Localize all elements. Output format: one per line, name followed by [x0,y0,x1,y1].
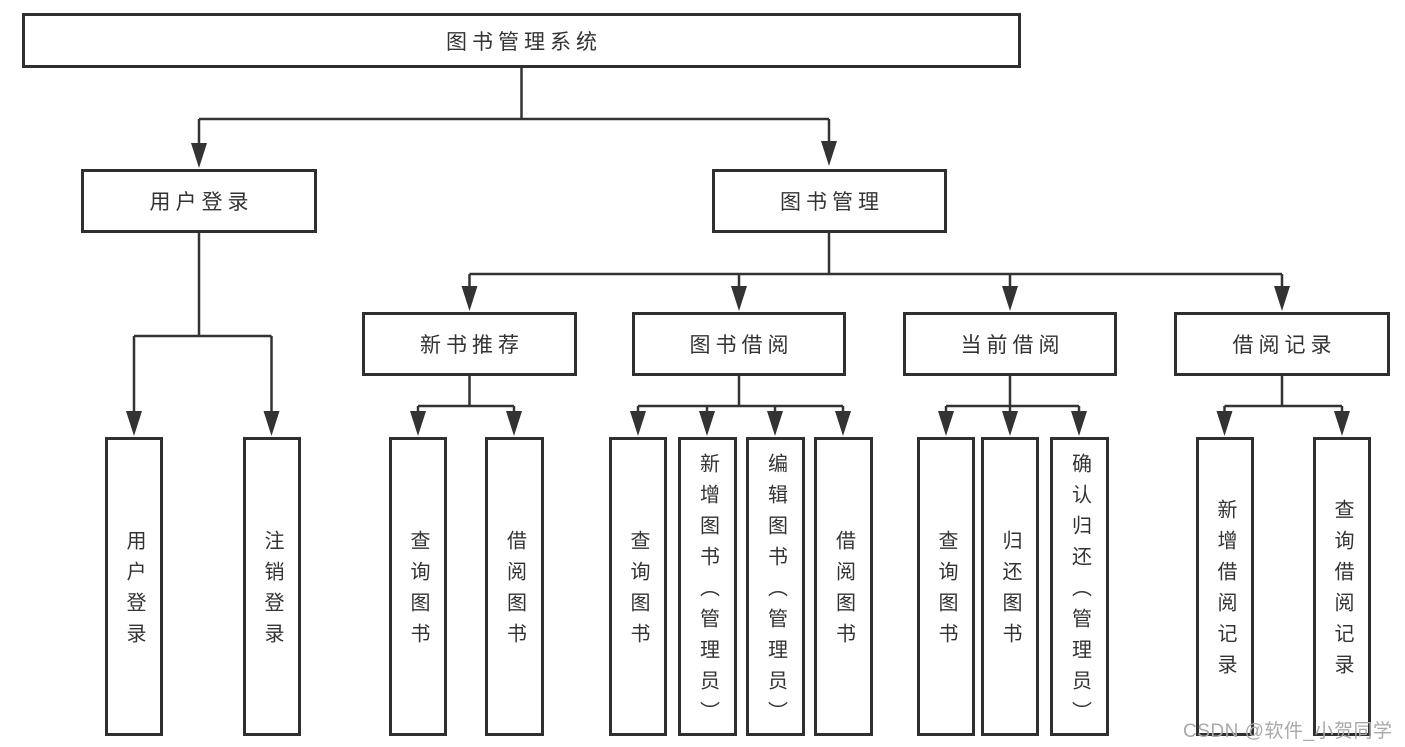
node-current-borrowing: 当前借阅 [903,312,1117,376]
leaf-logout: 注销登录 [243,437,301,736]
arrow-icon [699,411,715,436]
arrow-icon [1071,411,1087,436]
arrow-icon [630,411,646,436]
arrow-icon [461,286,478,311]
arrow-icon [126,411,142,436]
watermark: CSDN @软件_小贺同学 [1183,721,1393,742]
arrow-icon [1002,411,1018,436]
arrow-icon [1002,286,1018,311]
arrow-icon [731,286,747,311]
arrow-icon [1274,286,1290,311]
node-borrowing-records: 借阅记录 [1174,312,1390,376]
node-book-management: 图书管理 [712,169,947,233]
node-user-login: 用户登录 [81,169,317,233]
leaf-bb-query-books: 查询图书 [609,437,667,736]
arrow-icon [821,141,837,166]
arrow-icon [410,411,426,436]
leaf-nbr-borrow-books: 借阅图书 [485,437,544,736]
arrow-icon [938,411,954,436]
leaf-cb-query-books: 查询图书 [917,437,975,736]
leaf-br-add-record: 新增借阅记录 [1196,437,1254,736]
leaf-bb-edit-books-admin: 编辑图书（管理员） [746,437,805,736]
arrow-icon [767,411,783,436]
arrow-icon [1216,411,1233,436]
leaf-cb-return-books: 归还图书 [981,437,1039,736]
arrow-icon [1334,411,1350,436]
node-book-borrowing: 图书借阅 [632,312,846,376]
leaf-bb-add-books-admin: 新增图书（管理员） [678,437,737,736]
node-new-book-recommend: 新书推荐 [362,312,577,376]
leaf-cb-confirm-return-admin: 确认归还（管理员） [1050,437,1109,736]
leaf-br-query-record: 查询借阅记录 [1313,437,1371,736]
leaf-user-login: 用户登录 [105,437,163,736]
arrow-icon [506,411,522,436]
leaf-nbr-query-books: 查询图书 [389,437,447,736]
arrowheads [126,141,1350,436]
arrow-icon [835,411,851,436]
arrow-icon [263,411,280,436]
leaf-bb-borrow-books: 借阅图书 [814,437,873,736]
node-root: 图书管理系统 [22,13,1021,68]
arrow-icon [191,143,207,168]
